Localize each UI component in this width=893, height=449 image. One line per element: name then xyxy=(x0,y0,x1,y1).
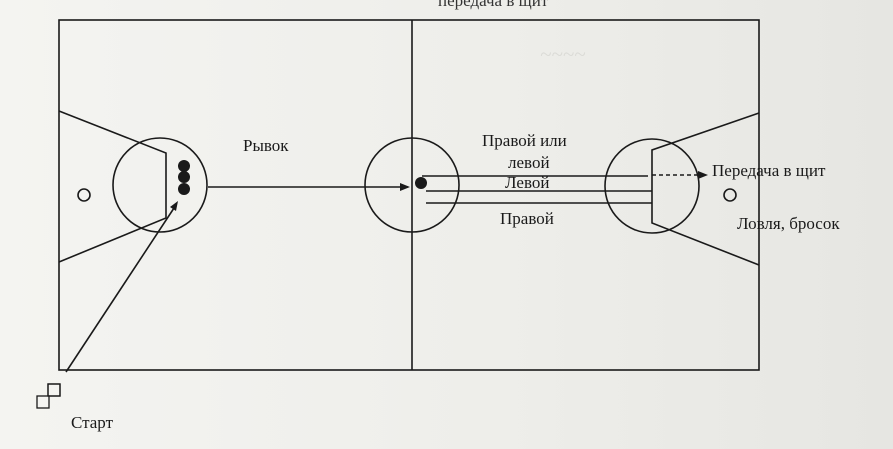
player-dot-3 xyxy=(178,183,190,195)
board-pass-arrowhead xyxy=(698,171,708,179)
start-square-lower-left xyxy=(36,395,50,409)
start-run-line xyxy=(65,204,177,373)
right-free-throw-circle xyxy=(604,138,700,234)
label-pass-any-line2: левой xyxy=(508,153,550,172)
left-free-throw-circle xyxy=(112,137,208,233)
player-dot-1 xyxy=(178,160,190,172)
left-basket xyxy=(77,188,91,202)
label-start: Старт xyxy=(71,413,114,432)
dash-arrowhead xyxy=(400,183,410,191)
top-text: передача в щит xyxy=(438,0,549,10)
label-dash: Рывок xyxy=(243,136,289,155)
label-left: Левой xyxy=(505,173,549,192)
left-key xyxy=(58,110,167,263)
start-square-lower xyxy=(47,383,61,397)
label-right: Правой xyxy=(500,209,554,228)
center-circle xyxy=(364,137,460,233)
right-basket xyxy=(723,188,737,202)
label-board-pass: Передача в щит xyxy=(712,161,826,180)
center-player-dot xyxy=(415,177,427,189)
start-arrowhead xyxy=(170,201,178,211)
right-key xyxy=(651,112,760,266)
label-pass-any-line1: Правой или xyxy=(482,131,567,150)
court-boundary xyxy=(58,19,760,371)
label-catch-shot: Ловля, бросок xyxy=(737,214,840,233)
player-dot-2 xyxy=(178,171,190,183)
